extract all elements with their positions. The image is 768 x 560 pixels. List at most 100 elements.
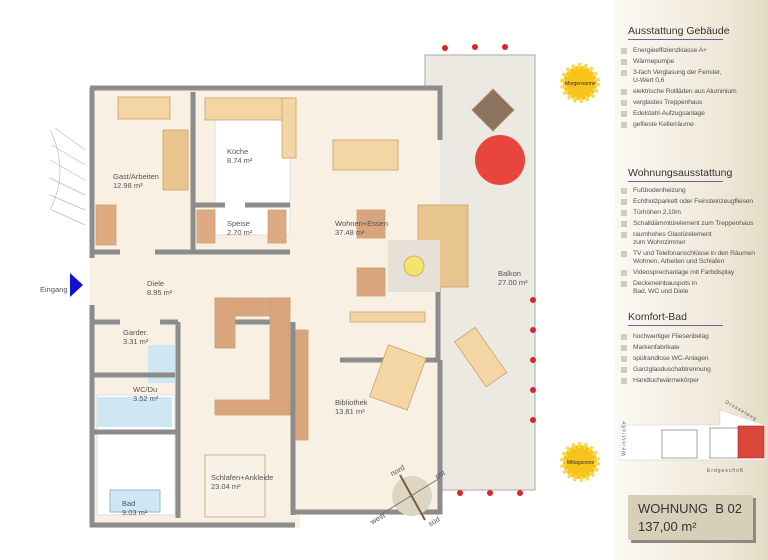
shower bbox=[97, 397, 172, 427]
apartment-features-list: Fußbodenheizung Echtholzparkett oder Fei… bbox=[621, 187, 768, 299]
dining-table bbox=[332, 139, 399, 171]
sun-morning-label: Morgensonne bbox=[565, 81, 596, 87]
room-area: 8.95 m² bbox=[147, 288, 173, 297]
list-item: Fußbodenheizung bbox=[621, 187, 768, 195]
entrance-label: Eingang bbox=[40, 285, 68, 294]
armchair-2 bbox=[356, 267, 386, 297]
armchair-1 bbox=[356, 209, 386, 239]
list-item: 3-fach Verglasung der Fenster, U-Wert 0,… bbox=[621, 69, 768, 85]
room-name: Wohnen+Essen bbox=[335, 219, 389, 228]
sun-morning-icon bbox=[560, 63, 600, 103]
features-panel: Ausstattung Gebäude Energieeffizienzklas… bbox=[615, 0, 768, 560]
divider bbox=[628, 39, 723, 40]
room-name: Bad bbox=[122, 499, 136, 508]
list-item: Markenfabrikate bbox=[621, 344, 768, 352]
balcony-lounger bbox=[454, 326, 508, 388]
floor-plan bbox=[49, 44, 600, 528]
list-item: geflieste Kellerräume bbox=[621, 121, 768, 129]
section-title-apartment: Wohnungsausstattung bbox=[628, 167, 733, 179]
list-item: Deckeneinbauspots in Bad, WC und Diele bbox=[621, 280, 768, 296]
list-item: verglastes Treppenhaus bbox=[621, 99, 768, 107]
site-plan bbox=[620, 409, 766, 461]
list-item: raumhohes Glastürelement zum Wohnzimmer bbox=[621, 231, 768, 247]
list-item: Schalldämmtürelement zum Treppenhaus bbox=[621, 220, 768, 228]
room-garderobe: Garder.3.31 m² bbox=[123, 328, 148, 346]
pantry-shelf-right bbox=[267, 209, 287, 244]
list-item: Ganzglasduschabtrennung bbox=[621, 366, 768, 374]
umbrella bbox=[475, 135, 525, 185]
room-area: 3.31 m² bbox=[123, 337, 149, 346]
building-east bbox=[709, 427, 741, 459]
balcony-table bbox=[471, 88, 515, 132]
room-area: 8.74 m² bbox=[227, 156, 253, 165]
tv-sideboard bbox=[349, 311, 426, 323]
room-area: 27.00 m² bbox=[498, 278, 528, 287]
section-title-bath: Komfort-Bad bbox=[628, 311, 687, 323]
list-item: Wärmepumpe bbox=[621, 58, 768, 66]
coffee-table bbox=[403, 255, 425, 277]
room-name: Balkon bbox=[498, 269, 521, 278]
list-item: spülrandlose WC-Anlagen bbox=[621, 355, 768, 363]
wardrobe-left bbox=[214, 297, 236, 349]
list-item: Energieeffizienzklasse A+ bbox=[621, 47, 768, 55]
bath-features-list: hochwertiger Fliesenbelag Markenfabrikat… bbox=[621, 333, 768, 388]
library-desk bbox=[369, 344, 427, 411]
stairwell bbox=[49, 127, 86, 226]
room-name: Diele bbox=[147, 279, 165, 288]
room-name: Bibliothek bbox=[335, 398, 368, 407]
room-name: Speise bbox=[227, 219, 250, 228]
compass-icon bbox=[379, 474, 441, 521]
sun-noon-label: Mittagsonne bbox=[567, 460, 595, 466]
desk-gast bbox=[117, 96, 171, 120]
divider bbox=[628, 181, 723, 182]
room-area: 3.52 m² bbox=[133, 394, 159, 403]
list-item: elektrische Rollläden aus Aluminium bbox=[621, 88, 768, 96]
apartment-highlight bbox=[737, 425, 765, 459]
sun-noon-icon bbox=[560, 442, 600, 482]
building-features-list: Energieeffizienzklasse A+ Wärmepumpe 3-f… bbox=[621, 47, 768, 132]
kitchen-counter bbox=[204, 97, 291, 121]
floor-label: Erdgeschoß bbox=[707, 468, 744, 474]
section-title-building: Ausstattung Gebäude bbox=[628, 25, 730, 37]
divider bbox=[628, 325, 723, 326]
room-area: 2.70 m² bbox=[227, 228, 253, 237]
wardrobe-right bbox=[295, 329, 309, 441]
list-item: Echtholzparkett oder Feinsteinzeugfliese… bbox=[621, 198, 768, 206]
wardrobe-u-side bbox=[269, 297, 291, 414]
list-item: hochwertiger Fliesenbelag bbox=[621, 333, 768, 341]
list-item: Videosprechanlage mit Farbdisplay bbox=[621, 269, 768, 277]
kitchen-island bbox=[281, 97, 297, 159]
room-area: 13.81 m² bbox=[335, 407, 365, 416]
furniture bbox=[95, 88, 515, 518]
room-area: 9.03 m² bbox=[122, 508, 148, 517]
list-item: Edelstahl-Aufzugsanlage bbox=[621, 110, 768, 118]
pantry-shelf-left bbox=[196, 209, 216, 244]
sofa-gast bbox=[162, 129, 189, 191]
apartment-title: WOHNUNG B 02 bbox=[638, 501, 743, 516]
room-name: WC/Du bbox=[133, 385, 158, 394]
wardrobe-u-bottom bbox=[214, 399, 291, 416]
room-area: 23.04 m² bbox=[211, 482, 241, 491]
entrance-arrow-icon bbox=[70, 273, 83, 297]
room-name: Gast/Arbeiten bbox=[113, 172, 159, 181]
apartment-box: WOHNUNG B 02 137,00 m² bbox=[628, 495, 753, 540]
list-item: Türhöhen 2,10m bbox=[621, 209, 768, 217]
list-item: Handtuchwärmekörper bbox=[621, 377, 768, 385]
apartment-area: 137,00 m² bbox=[638, 519, 697, 534]
bathtub bbox=[109, 489, 161, 513]
room-name: Garder. bbox=[123, 328, 149, 337]
room-area: 12.98 m² bbox=[113, 181, 143, 190]
room-name: Küche bbox=[227, 147, 249, 156]
shelf-gast bbox=[95, 204, 117, 246]
room-area: 37.48 m² bbox=[335, 228, 365, 237]
